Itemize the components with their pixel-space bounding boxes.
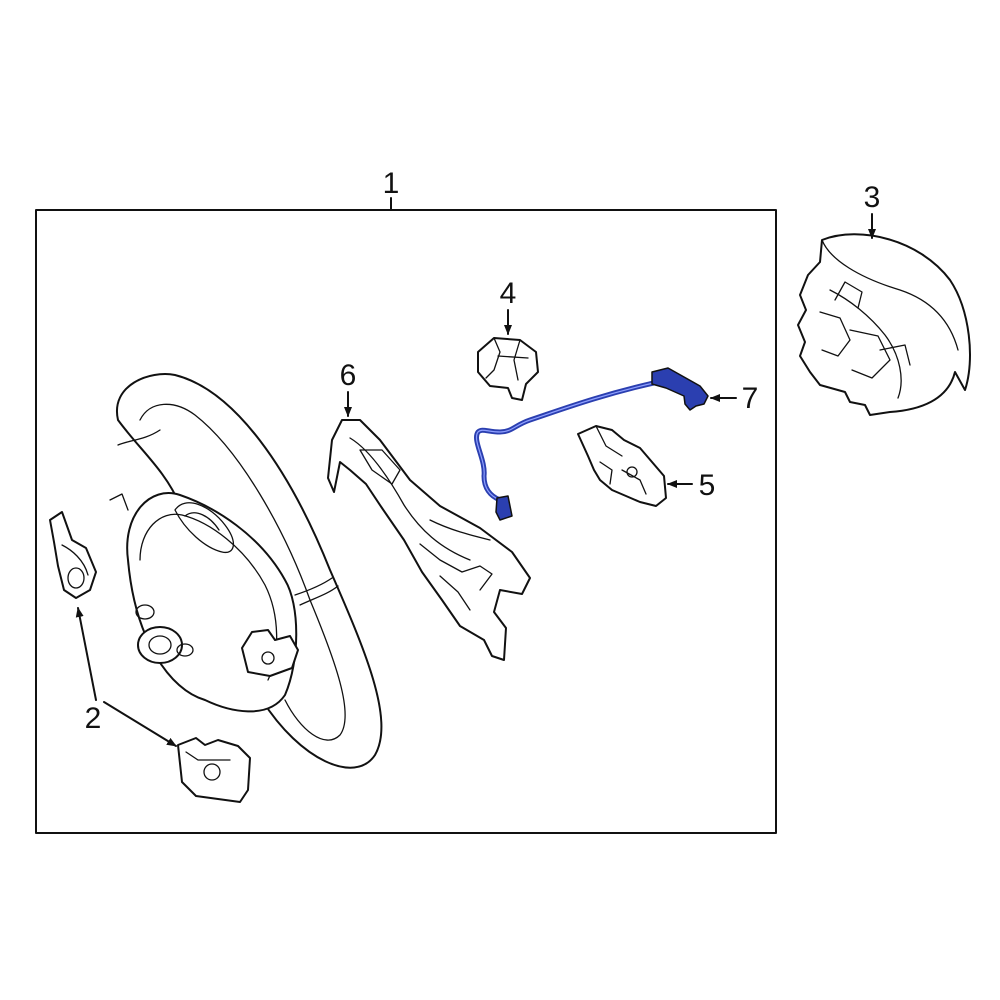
callout-4: 4 <box>500 277 517 310</box>
switch-trim-bezel[interactable] <box>327 419 531 661</box>
callout-1: 1 <box>383 167 400 200</box>
callout-labels: 1 2 3 4 5 6 7 <box>85 167 881 735</box>
callout-6: 6 <box>340 359 357 392</box>
paddle-cover-upper[interactable] <box>49 511 97 599</box>
bracket-clip[interactable] <box>477 337 539 401</box>
callout-2: 2 <box>85 702 102 735</box>
steering-wheel[interactable] <box>109 373 383 769</box>
paddle-cover-lower[interactable] <box>177 737 251 803</box>
control-switch[interactable] <box>577 425 667 507</box>
callout-5: 5 <box>699 469 716 502</box>
leader-lines <box>75 213 876 747</box>
callout-7: 7 <box>742 382 759 415</box>
wiring-harness[interactable] <box>474 367 709 521</box>
assembly-frame <box>35 197 777 834</box>
callout-3: 3 <box>864 181 881 214</box>
airbag-module[interactable] <box>797 233 971 416</box>
